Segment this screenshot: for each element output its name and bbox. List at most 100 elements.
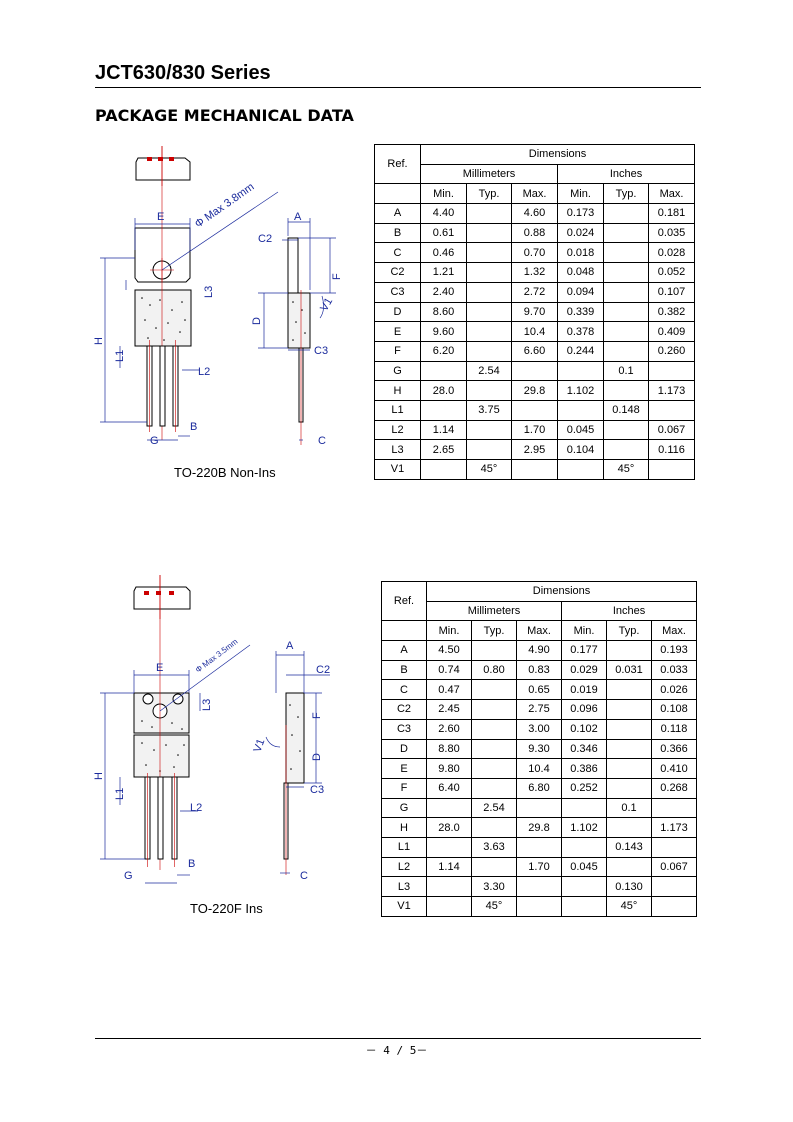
value-cell: 6.60	[511, 340, 558, 362]
ref-cell: A	[381, 640, 427, 661]
value-cell: 0.83	[516, 659, 562, 681]
label-c3: C3	[310, 784, 324, 796]
value-cell: 6.20	[420, 340, 467, 362]
value-cell	[650, 896, 698, 917]
value-cell	[420, 399, 467, 421]
footer-rule	[95, 1038, 701, 1039]
value-cell	[647, 399, 696, 421]
subheader-cell: Min.	[420, 183, 467, 205]
value-cell	[471, 758, 517, 779]
value-cell: 29.8	[516, 817, 562, 838]
package-drawing-to220b: E Φ Max 3.8mm H L1 L2 B G L3	[93, 146, 343, 480]
ref-cell: V1	[381, 896, 427, 917]
label-g: G	[150, 435, 159, 447]
value-cell	[516, 836, 562, 858]
subheader-cell: Typ.	[603, 183, 649, 205]
section-title: PACKAGE MECHANICAL DATA	[95, 106, 354, 125]
value-cell: 3.30	[471, 876, 517, 897]
value-cell: 0.70	[511, 242, 558, 264]
ref-cell: V1	[374, 459, 421, 480]
value-cell	[471, 718, 517, 740]
ref-cell: D	[374, 301, 421, 323]
value-cell: 0.409	[647, 321, 696, 342]
value-cell	[466, 301, 512, 323]
value-cell: 0.045	[561, 856, 607, 878]
label-d: D	[251, 317, 263, 325]
value-cell	[466, 439, 512, 460]
value-cell: 45°	[466, 459, 512, 480]
value-cell: 2.54	[471, 797, 517, 819]
top-view-outline	[135, 146, 191, 186]
value-cell: 0.410	[650, 758, 698, 779]
value-cell: 0.177	[561, 640, 607, 661]
value-cell	[466, 281, 512, 303]
label-f: F	[311, 712, 323, 719]
value-cell	[606, 738, 652, 760]
value-cell: 1.102	[557, 380, 604, 401]
value-cell: 0.130	[606, 876, 652, 897]
value-cell	[603, 222, 649, 244]
value-cell: 1.32	[511, 262, 558, 283]
value-cell: 0.096	[561, 699, 607, 720]
label-c: C	[318, 435, 326, 447]
value-cell	[466, 262, 512, 283]
ref-cell: C2	[374, 262, 421, 283]
value-cell	[603, 340, 649, 362]
value-cell: 28.0	[426, 817, 472, 838]
subheader-cell: Max.	[650, 620, 698, 642]
value-cell	[466, 203, 512, 224]
value-cell	[466, 242, 512, 264]
label-l2: L2	[198, 366, 210, 378]
value-cell: 0.029	[561, 659, 607, 681]
inches-header: Inches	[556, 163, 696, 185]
ref-cell: L1	[374, 399, 421, 421]
value-cell: 1.102	[561, 817, 607, 838]
label-g: G	[124, 870, 133, 882]
front-view-outline	[133, 575, 190, 870]
value-cell: 4.40	[420, 203, 467, 224]
value-cell: 0.024	[557, 222, 604, 244]
ref-cell: C3	[381, 718, 427, 740]
value-cell: 0.048	[557, 262, 604, 283]
value-cell: 6.80	[516, 777, 562, 799]
value-cell: 10.4	[516, 758, 562, 779]
ref-cell: F	[381, 777, 427, 799]
package-drawing-to220f: E Φ Max 3.5mm H L1 L2 B G L3	[93, 575, 330, 916]
page-number: － 4 / 5－	[365, 1044, 428, 1057]
label-d: D	[311, 753, 323, 761]
value-cell	[606, 856, 652, 878]
ref-cell: C3	[374, 281, 421, 303]
value-cell	[466, 419, 512, 441]
side-view-outline	[287, 237, 311, 445]
subheader-cell: Typ.	[466, 183, 512, 205]
value-cell	[647, 459, 696, 480]
value-cell: 0.045	[557, 419, 604, 441]
ref-cell: L3	[374, 439, 421, 460]
value-cell: 0.116	[647, 439, 696, 460]
value-cell: 9.30	[516, 738, 562, 760]
value-cell: 0.035	[647, 222, 696, 244]
value-cell: 0.346	[561, 738, 607, 760]
ref-cell: D	[381, 738, 427, 760]
label-e: E	[157, 211, 164, 223]
subheader-row: Min. Typ. Max. Min. Typ. Max.	[374, 183, 696, 205]
value-cell: 0.031	[606, 659, 652, 681]
value-cell: 0.65	[516, 679, 562, 701]
value-cell: 0.102	[561, 718, 607, 740]
value-cell: 0.46	[420, 242, 467, 264]
value-cell: 0.104	[557, 439, 604, 460]
value-cell	[650, 836, 698, 858]
value-cell: 2.54	[466, 360, 512, 382]
value-cell: 2.45	[426, 699, 472, 720]
